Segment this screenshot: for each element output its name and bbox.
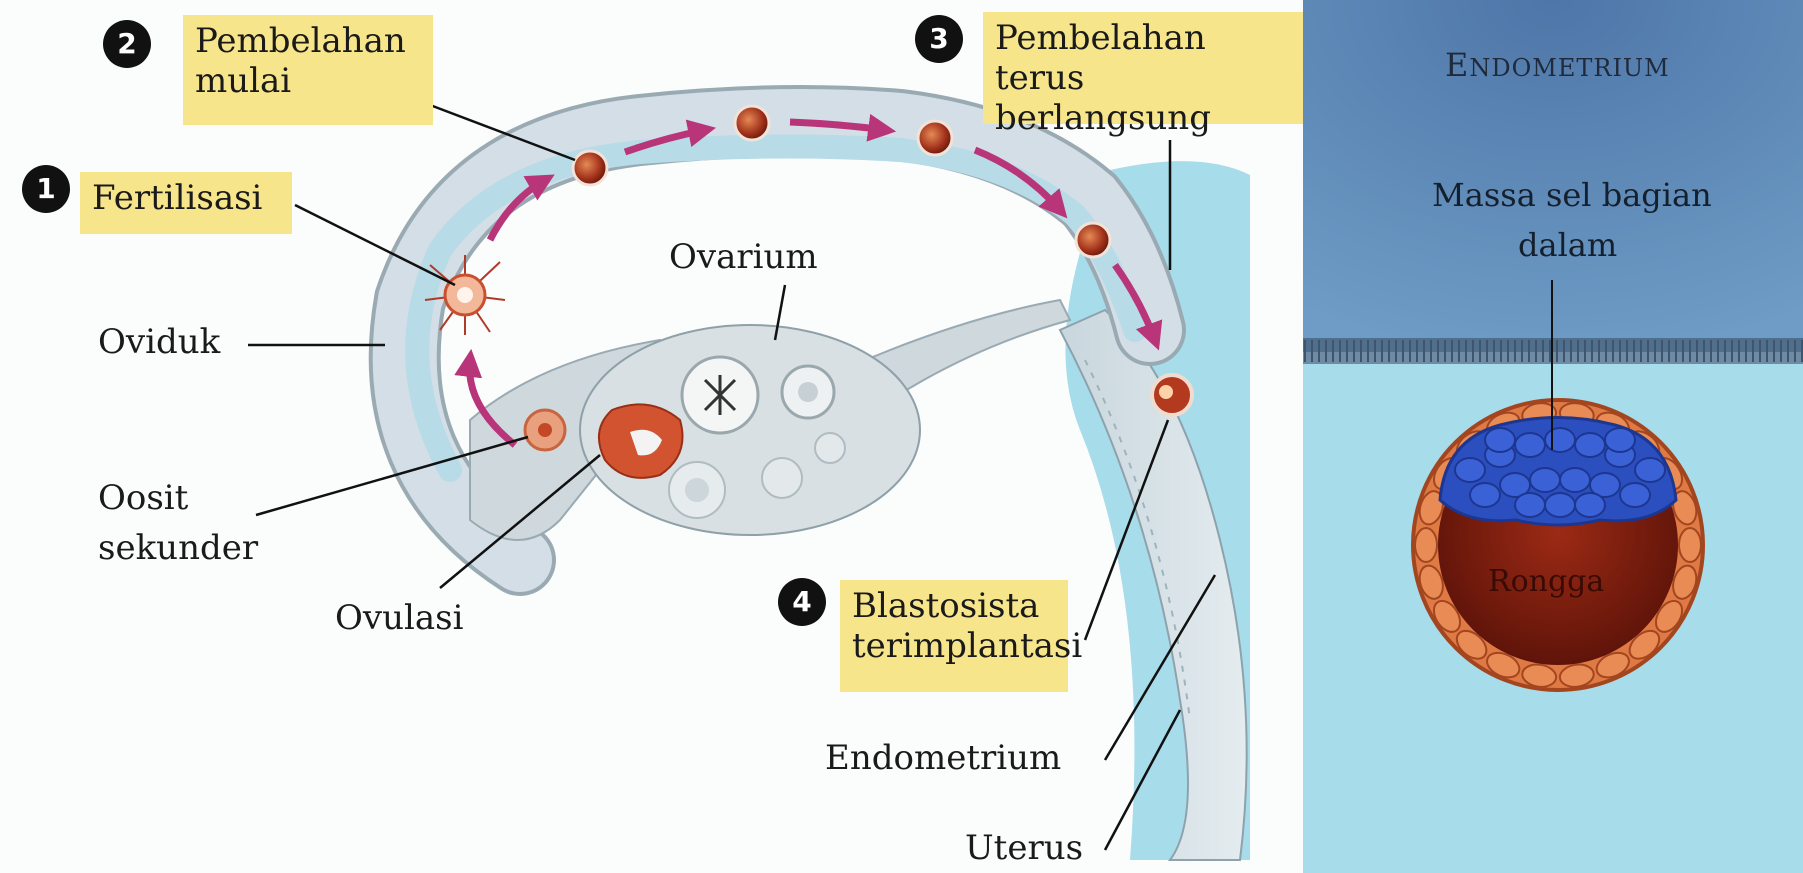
inset-endometrium-heading: ENDOMETRIUM [1445,46,1670,84]
follicle [815,433,845,463]
step-2-label-box: Pembelahan mulai [183,15,433,125]
blastocyst-inner-mass [1159,385,1173,399]
embryo-cell-2-cell [573,151,607,185]
oosit-label-line2: sekunder [98,528,258,568]
fertilisasi-label: Fertilisasi [92,178,262,218]
pembelahan-terus-line1: Pembelahan [995,18,1291,58]
pembelahan-mulai-line2: mulai [195,61,421,101]
inset-heading-initial: E [1445,46,1469,84]
pembelahan-terus-line2: terus berlangsung [995,58,1291,138]
step-1-label-box: Fertilisasi [80,172,292,234]
blastosista-line1: Blastosista [852,586,1056,626]
pembelahan-mulai-line1: Pembelahan [195,21,421,61]
embryo-cell-morula [918,121,952,155]
inset-heading-rest: NDOMETRIUM [1469,54,1669,82]
step-2-badge: 2 [103,20,151,68]
cavity-label: Rongga [1488,562,1604,602]
secondary-oocyte-nucleus [538,423,552,437]
uterus-label: Uterus [965,828,1083,868]
step-4-label-box: Blastosista terimplantasi [840,580,1068,692]
inner-mass-label-line2: dalam [1518,225,1617,265]
endometrium-label: Endometrium [825,738,1061,778]
follicle [798,382,818,402]
oviduk-label: Oviduk [98,322,220,362]
follicle [762,458,802,498]
blastosista-line2: terimplantasi [852,626,1056,666]
embryo-cell-late-morula [1076,223,1110,257]
follicle [685,478,709,502]
ovarium-label: Ovarium [669,237,818,277]
step-1-badge: 1 [22,165,70,213]
blastocyst-inset [1303,0,1803,873]
embryo-cell-4-cell [735,106,769,140]
inner-mass-label-line1: Massa sel bagian [1432,175,1712,215]
step-3-badge: 3 [915,15,963,63]
step-4-badge: 4 [778,578,826,626]
ovulasi-label: Ovulasi [335,598,463,638]
step-3-label-box: Pembelahan terus berlangsung [983,12,1303,124]
oosit-label-line1: Oosit [98,478,188,518]
